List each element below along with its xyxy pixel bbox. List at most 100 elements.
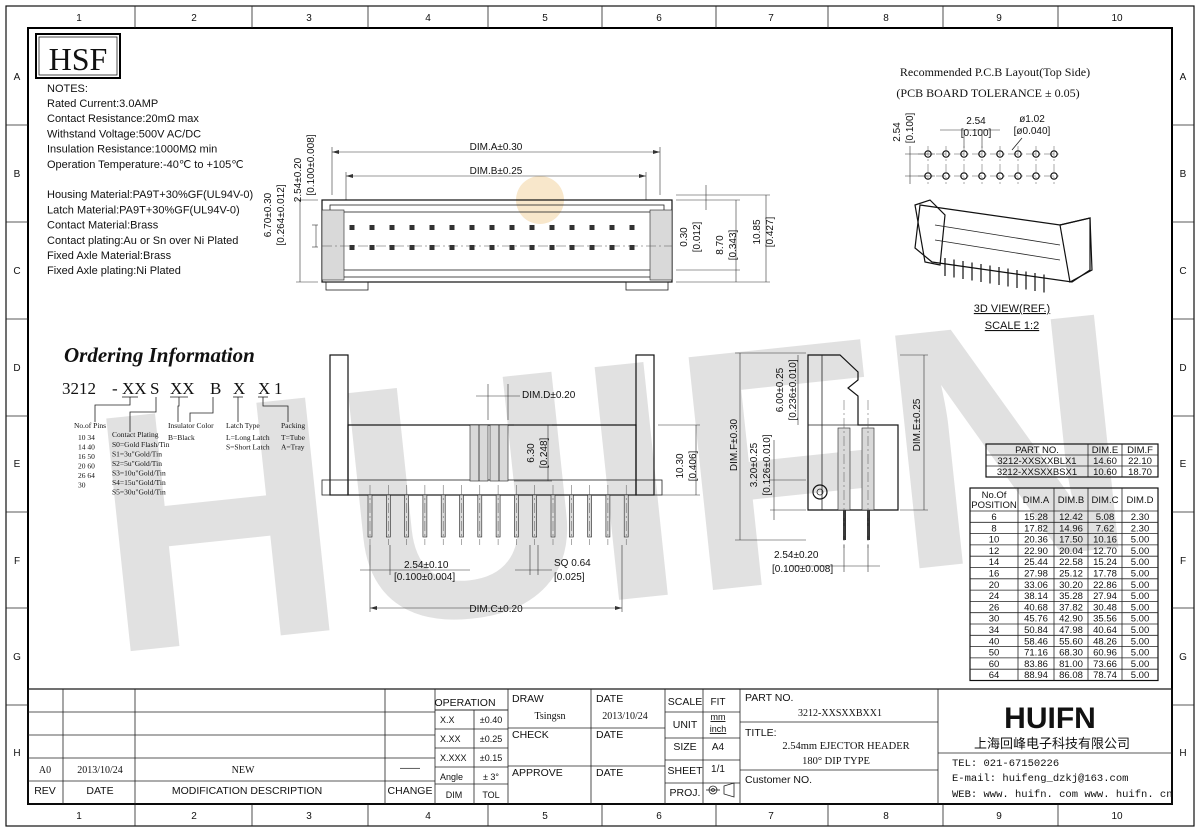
tol-dim: X.XXX	[440, 753, 467, 763]
pin-square	[629, 225, 635, 230]
rev-desc-value: NEW	[232, 765, 255, 776]
dim-table-cell: 34	[989, 625, 1000, 636]
order-code-part: B	[210, 379, 221, 398]
dim-table-cell: 20.04	[1059, 546, 1083, 557]
dim-table-cell: 58.46	[1024, 636, 1048, 647]
pin-square	[389, 225, 395, 230]
pin-square	[349, 225, 355, 230]
dim-table-cell: 30.48	[1093, 602, 1117, 613]
grid-col-label-top: 10	[1111, 13, 1123, 24]
pcb-pitch: 2.54	[966, 116, 986, 127]
part-table-cell: 10.60	[1093, 467, 1117, 478]
grid-col-label-top: 7	[768, 13, 774, 24]
dim-table-cell: 71.16	[1024, 648, 1048, 659]
dim-table-cell: 6	[991, 512, 996, 523]
company-web: WEB: www. huifn. com www. huifn. cn	[952, 789, 1173, 801]
dim-table-cell: 40.68	[1024, 602, 1048, 613]
dim-table-cell: 5.00	[1131, 546, 1150, 557]
dim-table-cell: 68.30	[1059, 648, 1083, 659]
note-line: Contact Resistance:20mΩ max	[47, 113, 199, 125]
grid-col-label-bottom: 6	[656, 811, 662, 822]
grid-col-label-top: 2	[191, 13, 197, 24]
unit-label: UNIT	[673, 719, 698, 731]
view3d-label: 3D VIEW(REF.)	[974, 303, 1050, 315]
part-table-header: DIM.F	[1127, 445, 1153, 456]
part-table-cell: 14.60	[1093, 456, 1117, 467]
dim-table-cell: 14	[989, 557, 1000, 568]
note-line: Fixed Axle Material:Brass	[47, 250, 172, 262]
dim-table-cell: 27.94	[1093, 591, 1117, 602]
dim-table-cell: 12.42	[1059, 512, 1083, 523]
rev-date-value: 2013/10/24	[77, 765, 123, 776]
grid-row-label-right: D	[1179, 363, 1186, 374]
grid-row-label-right: C	[1179, 266, 1186, 277]
pin-square	[449, 245, 455, 250]
pin-square	[429, 245, 435, 250]
company-logo: HUIFN	[1004, 702, 1096, 735]
pin-square	[609, 225, 615, 230]
dim-table-header: DIM.D	[1127, 495, 1154, 506]
top-right-dim-1: 0.30	[679, 227, 690, 247]
pin-square	[629, 245, 635, 250]
grid-col-label-bottom: 8	[883, 811, 889, 822]
part-no-value: 3212-XXSXXBXX1	[798, 708, 882, 719]
pin-square	[469, 225, 475, 230]
side-pitch: 2.54±0.20	[774, 550, 819, 561]
dim-table-cell: 5.00	[1131, 670, 1150, 681]
grid-col-label-top: 3	[306, 13, 312, 24]
dim-table-cell: 5.08	[1096, 512, 1115, 523]
order-code-part: S	[150, 379, 159, 398]
size-label: SIZE	[673, 741, 696, 753]
pin-square	[369, 225, 375, 230]
side-d2-in: [0.126±0.010]	[762, 434, 773, 495]
order-code-part: XX	[170, 379, 195, 398]
grid-col-label-top: 1	[76, 13, 82, 24]
sheet-label: SHEET	[667, 765, 703, 777]
side-pitch-in: [0.100±0.008]	[772, 564, 833, 575]
dim-table-cell: 40.64	[1093, 625, 1117, 636]
front-pitch: 2.54±0.10	[404, 560, 449, 571]
dim-table-cell: 8	[991, 523, 996, 534]
grid-col-label-bottom: 10	[1111, 811, 1123, 822]
grid-col-label-top: 9	[996, 13, 1002, 24]
grid-col-label-bottom: 5	[542, 811, 548, 822]
front-sq: SQ 0.64	[554, 558, 591, 569]
company-email: E-mail: huifeng_dzkj@163.com	[952, 773, 1128, 785]
check-label: CHECK	[512, 729, 549, 741]
grid-row-label-right: H	[1179, 748, 1186, 759]
grid-row-label-left: G	[13, 652, 21, 663]
top-right-dim-2: 8.70	[715, 235, 726, 255]
tol-header: TOL	[482, 790, 499, 800]
note-line: Withstand Voltage:500V AC/DC	[47, 128, 201, 140]
dim-table-cell: 22.90	[1024, 546, 1048, 557]
front-dim-c: DIM.C±0.20	[469, 604, 523, 615]
dim-table-cell: 25.12	[1059, 569, 1083, 580]
dim-table-cell: 22.86	[1093, 580, 1117, 591]
dim-table-cell: 60	[989, 659, 1000, 670]
rev-header-change: CHANGE	[388, 785, 433, 797]
pin-square	[489, 225, 495, 230]
grid-row-label-right: G	[1179, 652, 1187, 663]
date-label-2: DATE	[596, 729, 623, 741]
rev-header-rev: REV	[34, 785, 56, 797]
dim-table-cell: 17.82	[1024, 523, 1048, 534]
grid-col-label-bottom: 3	[306, 811, 312, 822]
grid-col-label-bottom: 1	[76, 811, 82, 822]
ordering-option: 26 64	[78, 471, 95, 480]
top-left-dim-1: 6.70±0.30	[263, 192, 274, 237]
tol-header: DIM	[446, 790, 463, 800]
side-view: DIM.F±0.30 6.00±0.25 [0.236±0.010] 3.20±…	[729, 352, 928, 575]
dim-table-header: No.Of	[982, 490, 1007, 501]
dim-table-cell: 35.56	[1093, 614, 1117, 625]
dim-table-cell: 40	[989, 636, 1000, 647]
dim-table-cell: 42.90	[1059, 614, 1083, 625]
part-table-cell: 3212-XXSXXBLX1	[997, 456, 1076, 467]
dim-table-cell: 5.00	[1131, 625, 1150, 636]
top-dim-a: DIM.A±0.30	[470, 142, 523, 153]
pin-square	[409, 225, 415, 230]
date-label-1: DATE	[596, 693, 623, 705]
pin-square	[489, 245, 495, 250]
dim-table-cell: 26	[989, 602, 1000, 613]
